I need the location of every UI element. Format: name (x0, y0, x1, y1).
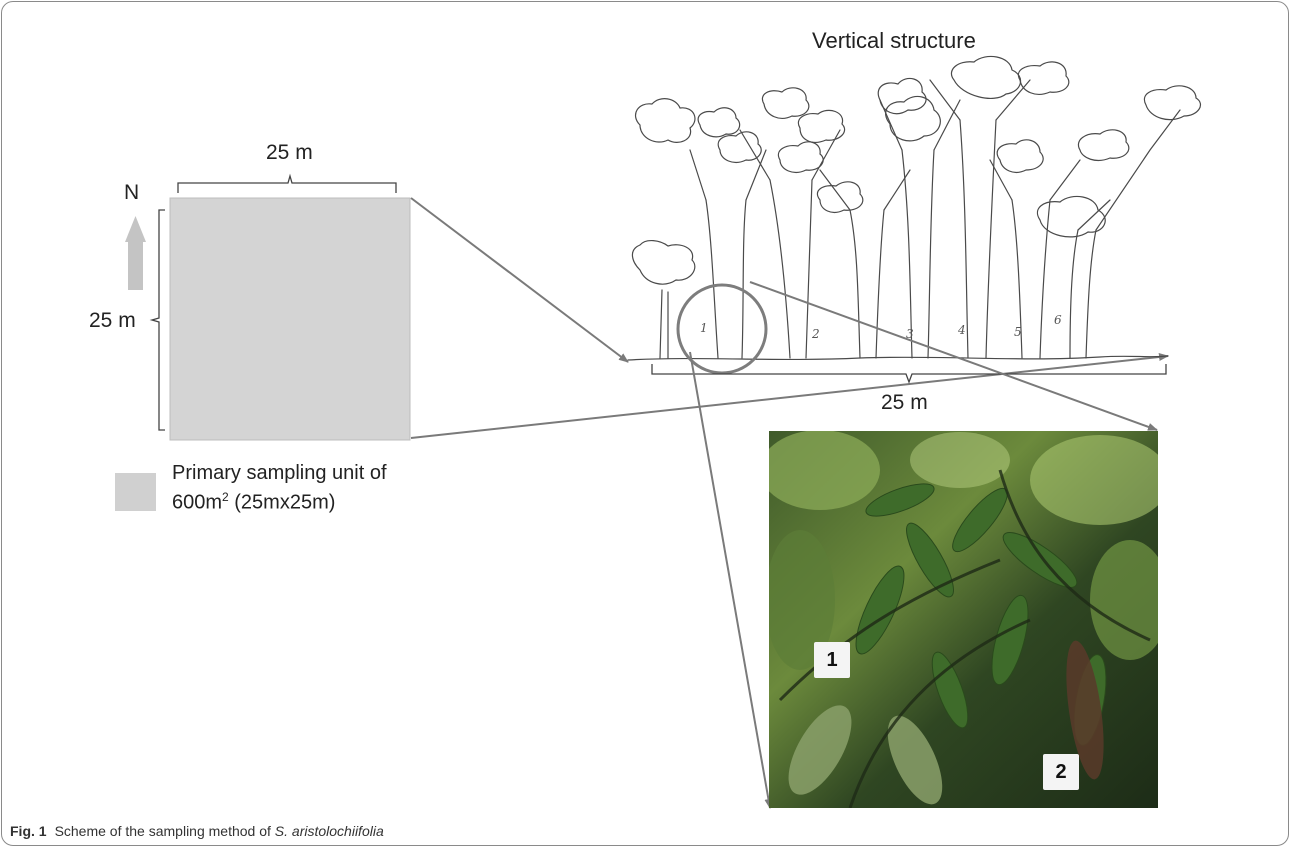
tree-number: 6 (1054, 313, 1062, 327)
caption-text: Scheme of the sampling method of (54, 823, 275, 839)
legend-area-value: 600m (172, 491, 223, 514)
tree-number: 2 (811, 327, 820, 341)
caption-species: S. aristolochiifolia (274, 823, 384, 839)
north-label: N (124, 181, 140, 204)
left-dimension-bracket (149, 209, 165, 431)
zoom-arrow-right (749, 281, 1158, 431)
vertical-structure-width-label: 25 m (881, 391, 928, 414)
legend-area-exponent: 2 (222, 490, 229, 504)
tree-number: 5 (1014, 325, 1022, 339)
highlight-circle (676, 283, 768, 375)
vertical-structure-title: Vertical structure (812, 28, 976, 53)
zoom-arrow-left (689, 351, 773, 809)
plot-width-label: 25 m (266, 141, 313, 164)
top-dimension-bracket (177, 173, 397, 193)
tree-number: 3 (906, 327, 914, 341)
legend-swatch (115, 473, 156, 511)
tree-number: 1 (700, 321, 708, 335)
figure-caption: Fig. 1 Scheme of the sampling method of S… (10, 823, 384, 839)
sampling-plot-square (169, 197, 411, 441)
legend-area-dimensions: (25mx25m) (228, 491, 336, 514)
tree-number: 4 (957, 323, 966, 337)
photo-label-2: 2 (1043, 754, 1079, 790)
plot-height-label: 25 m (89, 309, 136, 332)
connector-arrow-bottom (410, 352, 1169, 439)
photo-label-1: 1 (814, 642, 850, 678)
vertical-dimension-bracket (651, 364, 1167, 384)
figure-number: Fig. 1 (10, 823, 47, 839)
tree-number-labels: 1 2 3 4 5 6 (700, 313, 1062, 341)
connector-arrow-top (410, 197, 629, 363)
forest-sketch (627, 55, 1201, 361)
field-photo (769, 431, 1158, 808)
north-arrow-icon (125, 216, 146, 290)
legend-label-line1: Primary sampling unit of (172, 462, 387, 484)
legend-label-line2: 600m2 (25mx25m) (172, 490, 335, 515)
